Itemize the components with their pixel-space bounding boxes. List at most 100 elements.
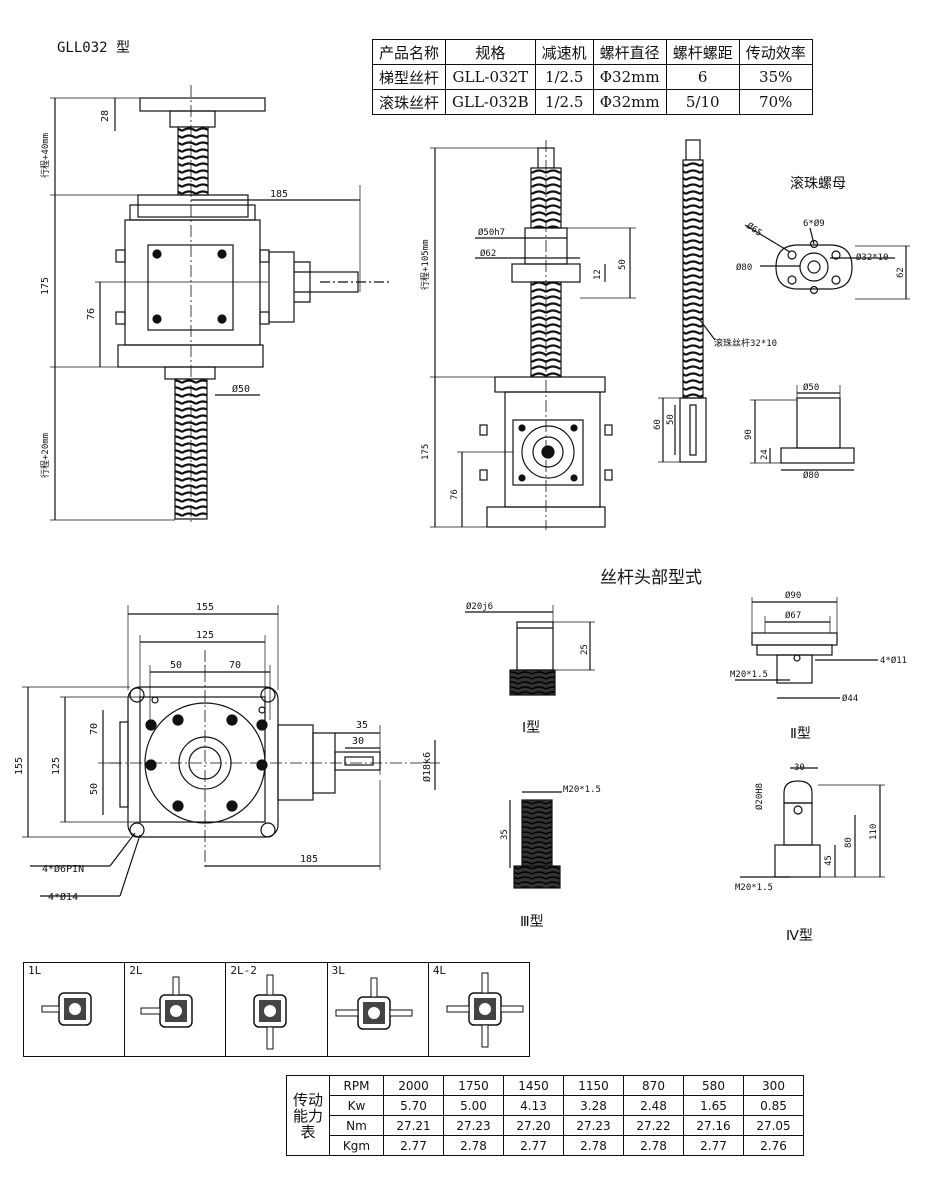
perf-cell: 27.23 [443,1115,504,1136]
perf-cell: 1750 [443,1075,504,1096]
config-label: 2L-2 [230,964,257,977]
type4-thread: M20*1.5 [735,883,773,893]
spec-header-cell: 减速机 [534,39,594,65]
type3-label: Ⅲ型 [520,914,544,930]
perf-cell: 27.16 [683,1115,744,1136]
dim-dia50: Ø50 [232,383,250,395]
spec-cell: GLL-032B [445,89,536,115]
type1-len: 25 [580,644,590,655]
spec-header-cell: 传动效率 [738,39,813,65]
perf-cell: 2.77 [383,1135,444,1156]
perf-row-kgm: Kgm 2.77 2.78 2.77 2.78 2.78 2.77 2.76 [287,1135,804,1156]
perf-cell: 2.77 [503,1135,564,1156]
perf-cell: 27.21 [383,1115,444,1136]
spec-cell: 6 [665,64,740,90]
dim-76-b: 76 [450,489,460,500]
ball-screw-labels: Ø50h7 Ø62 12 50 175 76 行程+105mm [419,227,628,500]
end-type-3 [509,791,562,889]
spec-header-cell: 产品名称 [371,39,447,65]
end-type-1 [465,605,595,696]
perf-cell: 4.13 [503,1095,564,1116]
type4-label: Ⅳ型 [786,928,813,944]
plan-dim-70-v: 70 [89,723,100,735]
end-type-2 [735,597,878,699]
type2-thread: M20*1.5 [730,670,768,680]
plan-dim-50-v: 50 [89,783,100,795]
type3-thread: M20*1.5 [563,785,601,795]
nut-dia65: Ø65 [744,220,764,238]
perf-cell: 27.23 [563,1115,624,1136]
perf-cell: 2000 [383,1075,444,1096]
nut-62: 62 [896,267,906,278]
config-3l: 3L [328,963,429,1056]
plan-dim-125-v: 125 [51,757,62,775]
type1-label: Ⅰ型 [522,720,540,736]
ends-title: 丝杆头部型式 [600,568,702,588]
spec-cell: 1/2.5 [534,64,594,90]
perf-cell: 2.78 [443,1135,504,1156]
nut-dia80-b: Ø80 [803,470,819,481]
nut-dia80: Ø80 [736,262,752,273]
type3-len: 35 [500,829,510,840]
spec-header-cell: 规格 [445,39,536,65]
perf-cell: 2.78 [563,1135,624,1156]
perf-cell: 300 [743,1075,804,1096]
type1-dia: Ø20j6 [466,601,493,612]
perf-row-rpm: 传动能力表 RPM 2000 1750 1450 1150 870 580 30… [286,1075,804,1156]
perf-cell: 870 [623,1075,684,1096]
dim-12: 12 [593,269,603,280]
config-4l: 4L [429,963,529,1056]
dim-185: 185 [270,189,288,200]
type4-45: 45 [824,855,834,866]
type2-dia44: Ø44 [842,693,858,704]
perf-cell: 2.78 [623,1135,684,1156]
callout-holes: 4*Ø14 [48,891,78,903]
config-3l-icon [335,977,413,1030]
perf-row-label: Nm [329,1115,384,1136]
config-1l-icon [41,992,92,1026]
dim-dia62: Ø62 [480,248,496,259]
spec-row: 梯型丝杆 GLL-032T 1/2.5 Φ32mm 6 35% [371,64,813,90]
dim-175-b: 175 [421,444,431,460]
perf-cell: 0.85 [743,1095,804,1116]
plan-dim-155: 155 [196,602,214,613]
dim-28: 28 [100,110,111,122]
dim-dia50h7: Ø50h7 [478,227,505,238]
config-2l: 2L [125,963,227,1056]
plan-dim-70: 70 [229,660,241,671]
plan-dim-35: 35 [356,720,368,731]
spec-cell: Φ32mm [592,89,667,115]
config-2l-2-icon [253,974,288,1050]
type2-holes: 4*Ø11 [880,655,907,666]
perf-row-kw: Kw 5.70 5.00 4.13 3.28 2.48 1.65 0.85 [287,1095,804,1116]
performance-table: 传动能力表 RPM 2000 1750 1450 1150 870 580 30… [286,1075,804,1156]
spec-cell: 5/10 [665,89,740,115]
dim-76: 76 [86,308,97,320]
nut-holes: 6*Ø9 [803,218,825,229]
perf-row-label: Kgm [329,1135,384,1156]
spec-cell: Φ32mm [592,64,667,90]
nut-thread: Ø32*10 [856,252,889,263]
plan-view [22,605,440,897]
nut-dia50: Ø50 [803,382,819,393]
perf-cell: 27.05 [743,1115,804,1136]
plan-dim-185: 185 [300,854,318,865]
ball-screw-callout: 滚珠丝杆32*10 [714,337,777,349]
end-type-4 [740,767,885,878]
perf-row-label: RPM [329,1075,384,1096]
spec-cell: 35% [738,64,813,90]
perf-row-nm: Nm 27.21 27.23 27.20 27.23 27.22 27.16 2… [287,1115,804,1136]
spec-cell: GLL-032T [445,64,536,90]
config-label: 3L [331,964,345,977]
spec-row: 滚珠丝杆 GLL-032B 1/2.5 Φ32mm 5/10 70% [371,89,813,115]
perf-row-label: Kw [329,1095,384,1116]
plan-dim-dia18k6: Ø18k6 [421,752,433,782]
spec-cell: 70% [738,89,813,115]
ball-screw-side [658,139,716,463]
callout-pin: 4*Ø6PIN [42,863,84,875]
config-label: 4L [432,964,447,977]
spec-header-cell: 螺杆直径 [592,39,667,65]
type4-110: 110 [869,824,879,840]
nut-24: 24 [760,449,770,460]
